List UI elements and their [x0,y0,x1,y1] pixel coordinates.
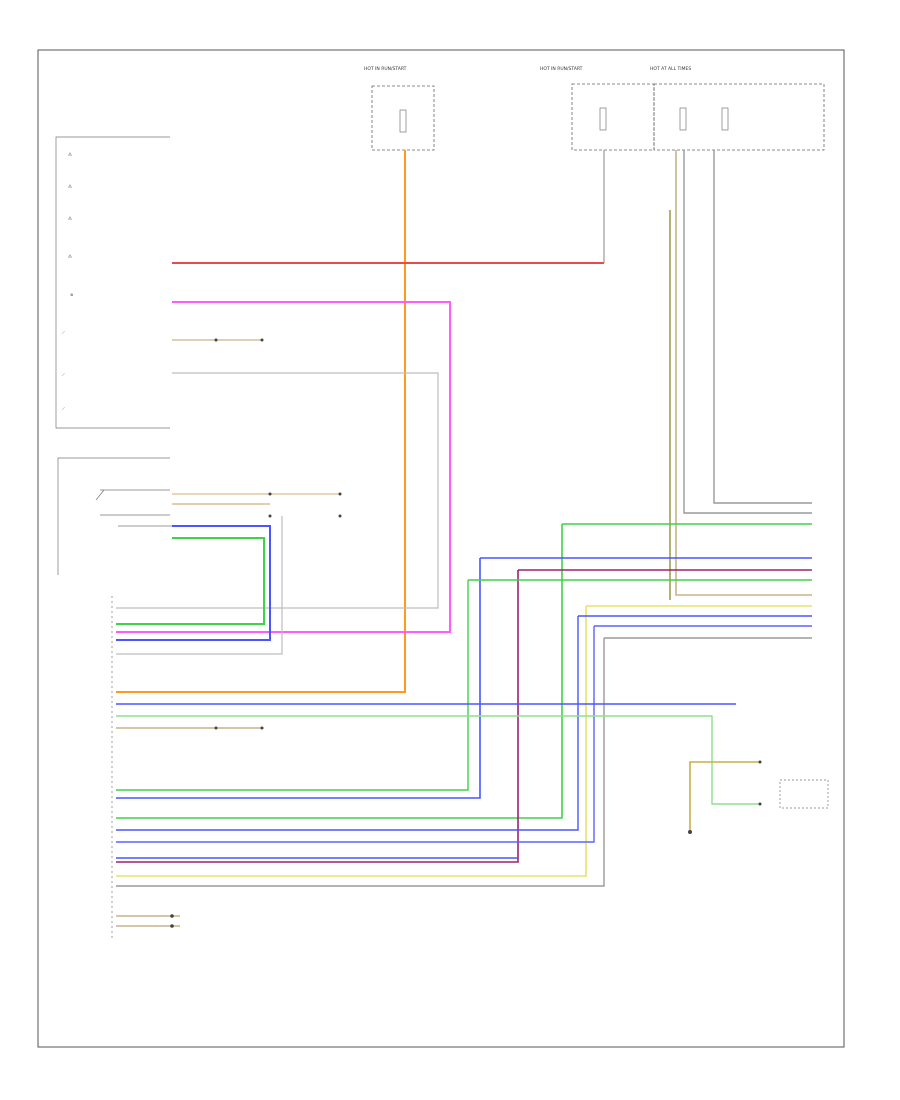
fuse-box-left: HOT IN RUN/START [364,66,435,151]
fuse-box-right: HOT AT ALL TIMES [650,66,825,151]
light-switch-panel: ⁂ ⁂ ⁂ ⁂ ⊗ ⟋ ⟋ ⟋ [55,136,170,429]
wire-gray-right-1 [683,150,812,514]
wire-gray-4 [116,637,812,887]
wire-yellow-lower-right [689,761,760,830]
svg-text:⁂: ⁂ [68,184,72,189]
svg-text:⟋: ⟋ [62,406,65,411]
fuse-box-mid-title: HOT IN RUN/START [540,66,583,72]
svg-text:⊗: ⊗ [70,292,73,297]
wire-gray-right-2 [713,150,812,504]
wire-gray-panel [116,372,439,609]
wire-blue-2 [116,615,812,831]
svg-text:⟋: ⟋ [62,372,65,377]
wire-blue-long [116,557,812,799]
diagram-frame [37,49,845,1048]
fuse-box-middle: HOT IN RUN/START [540,66,655,151]
wire-magenta [116,301,451,633]
switch-items: ⁂ ⁂ ⁂ ⁂ ⊗ ⟋ ⟋ ⟋ [62,152,73,411]
wire-green-right [116,523,812,819]
wire-green-2 [116,579,812,791]
fuse-box-left-title: HOT IN RUN/START [364,66,407,72]
wire-orange [116,150,406,693]
wire-blue-module [116,525,271,641]
wire-green-horizontal [116,715,760,805]
svg-text:⟋: ⟋ [62,330,65,335]
wire-gray-module [116,516,283,655]
control-module-left [57,457,270,940]
connectors [170,338,762,928]
wire-yellow [116,605,812,877]
wire-green [116,537,265,625]
svg-text:⁂: ⁂ [68,152,72,157]
wire-purple [116,569,812,863]
wires [116,150,812,927]
lower-right-component [779,779,829,809]
wire-blue-3 [116,625,812,843]
fuse-box-right-title: HOT AT ALL TIMES [650,66,691,72]
svg-text:⁂: ⁂ [68,254,72,259]
svg-text:⁂: ⁂ [68,216,72,221]
wire-tan-right [675,150,812,596]
